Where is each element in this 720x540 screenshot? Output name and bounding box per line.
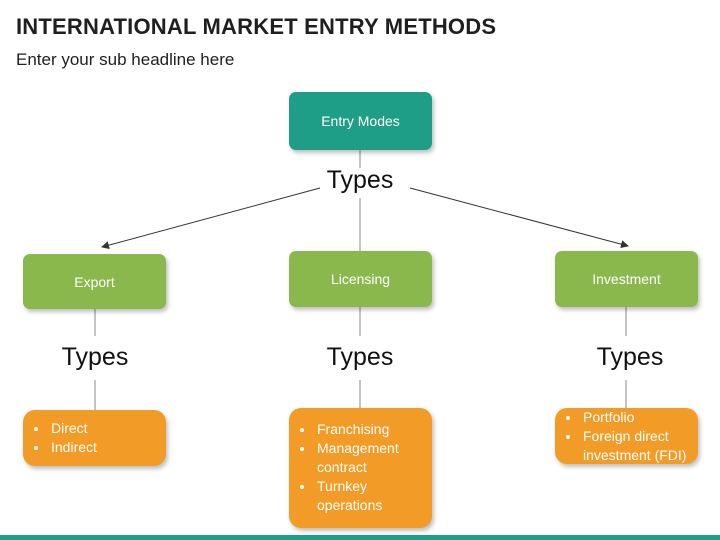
- list-item: Foreign direct investment (FDI): [581, 427, 698, 465]
- branch-node-investment: Investment: [555, 251, 698, 307]
- export-arrow: [101, 187, 321, 250]
- investment-arrow: [409, 187, 629, 249]
- investment-types-list: Portfolio Foreign direct investment (FDI…: [555, 408, 698, 464]
- branch-node-label: Export: [74, 273, 115, 290]
- root-node-entry-modes: Entry Modes: [289, 92, 432, 150]
- branch-node-label: Licensing: [330, 271, 391, 287]
- export-types-list: Direct Indirect: [23, 410, 166, 466]
- root-node-label: Entry Modes: [321, 113, 400, 129]
- page-subtitle: Enter your sub headline here: [16, 50, 235, 69]
- branch-node-export: Export: [23, 254, 166, 309]
- root-types-label: Types: [326, 166, 394, 194]
- branch-node-licensing: Licensing: [289, 251, 432, 307]
- branch-node-label: Investment: [592, 271, 661, 287]
- investment-types-label: Types: [596, 343, 664, 371]
- page-title: INTERNATIONAL MARKET ENTRY METHODS: [16, 14, 497, 39]
- licensing-types-label: Types: [326, 343, 394, 371]
- list-item: Management contract: [315, 439, 432, 477]
- list-item: Turnkey operations: [315, 477, 432, 515]
- list-item: Portfolio: [581, 408, 698, 427]
- list-item: Indirect: [49, 438, 166, 457]
- export-types-label: Types: [61, 343, 129, 371]
- footer-accent-bar: [0, 535, 720, 540]
- list-item: Direct: [49, 419, 166, 438]
- list-item: Franchising: [315, 420, 432, 439]
- licensing-types-list: Franchising Management contract Turnkey …: [289, 408, 432, 528]
